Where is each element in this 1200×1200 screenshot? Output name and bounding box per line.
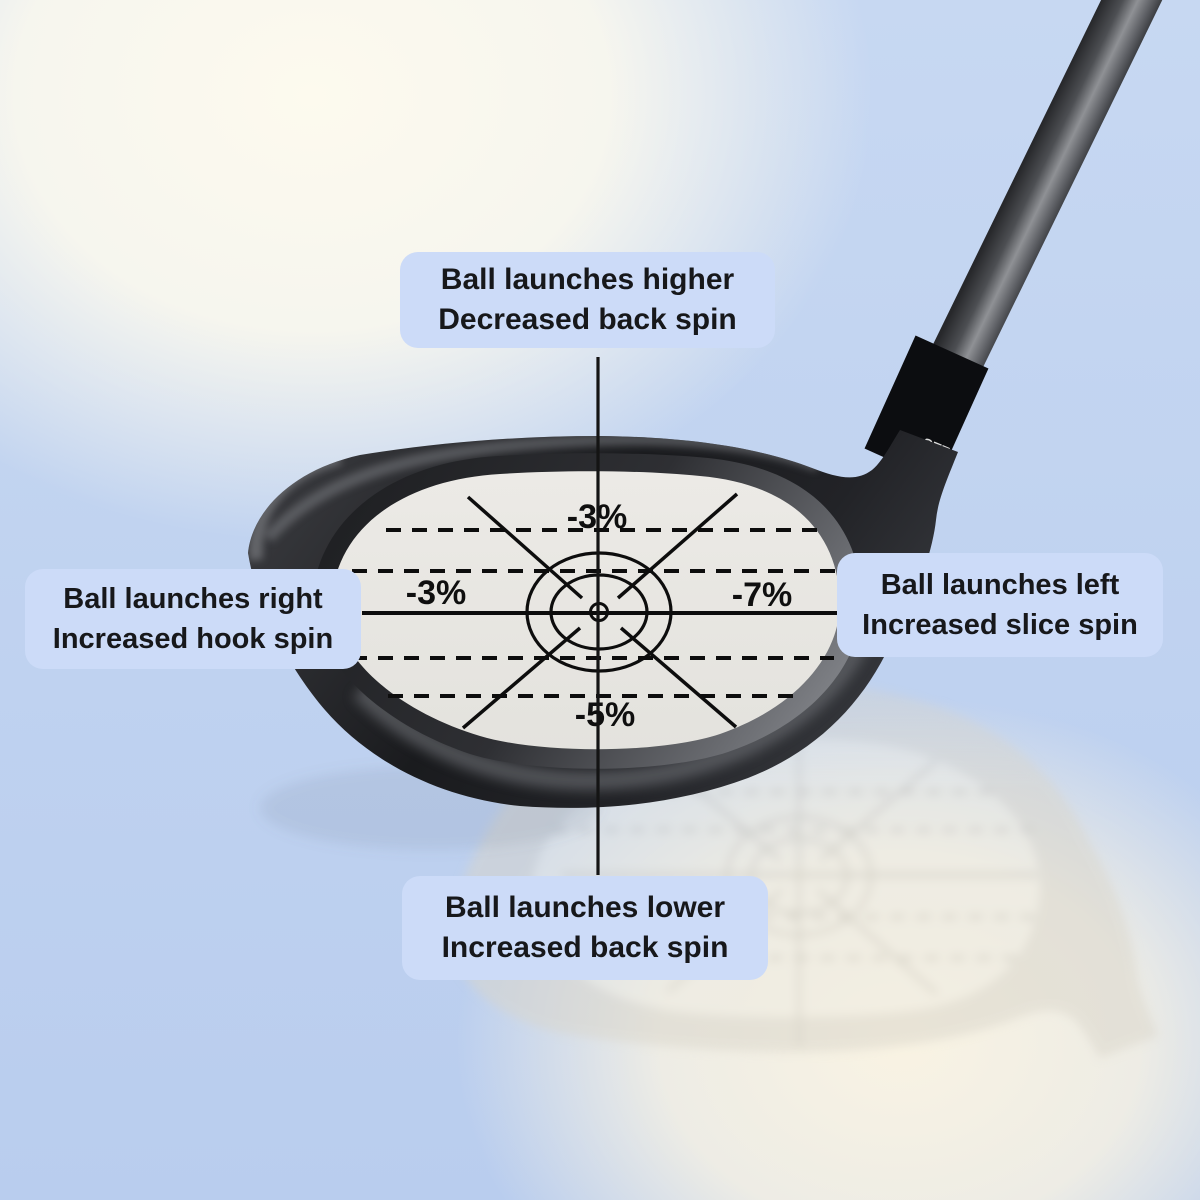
face-markings <box>352 492 844 730</box>
percent-right: -7% <box>732 576 792 614</box>
callout-launch-right: Ball launches right Increased hook spin <box>25 569 361 669</box>
club-shaft <box>930 0 1163 375</box>
callout-line: Ball launches lower <box>444 891 726 924</box>
diagonal-bottom-right <box>619 626 738 729</box>
callout-launch-lower: Ball launches lower Increased back spin <box>402 876 768 980</box>
callout-line: Increased hook spin <box>52 623 334 655</box>
percent-left: -3% <box>406 574 466 612</box>
callout-line: Decreased back spin <box>438 303 737 336</box>
callout-line: Ball launches higher <box>440 263 735 296</box>
diagonal-top-right <box>616 492 739 600</box>
callout-line: Increased slice spin <box>862 609 1138 641</box>
callout-line: Ball launches right <box>63 583 323 615</box>
callout-launch-higher: Ball launches higher Decreased back spin <box>400 252 775 348</box>
diagonal-bottom-left <box>461 626 582 730</box>
callout-line: Increased back spin <box>441 931 729 964</box>
callout-line: Ball launches left <box>880 569 1120 601</box>
diagonal-top-left <box>466 495 584 600</box>
percent-bottom: -5% <box>575 696 635 734</box>
callout-launch-left: Ball launches left Increased slice spin <box>837 553 1163 657</box>
